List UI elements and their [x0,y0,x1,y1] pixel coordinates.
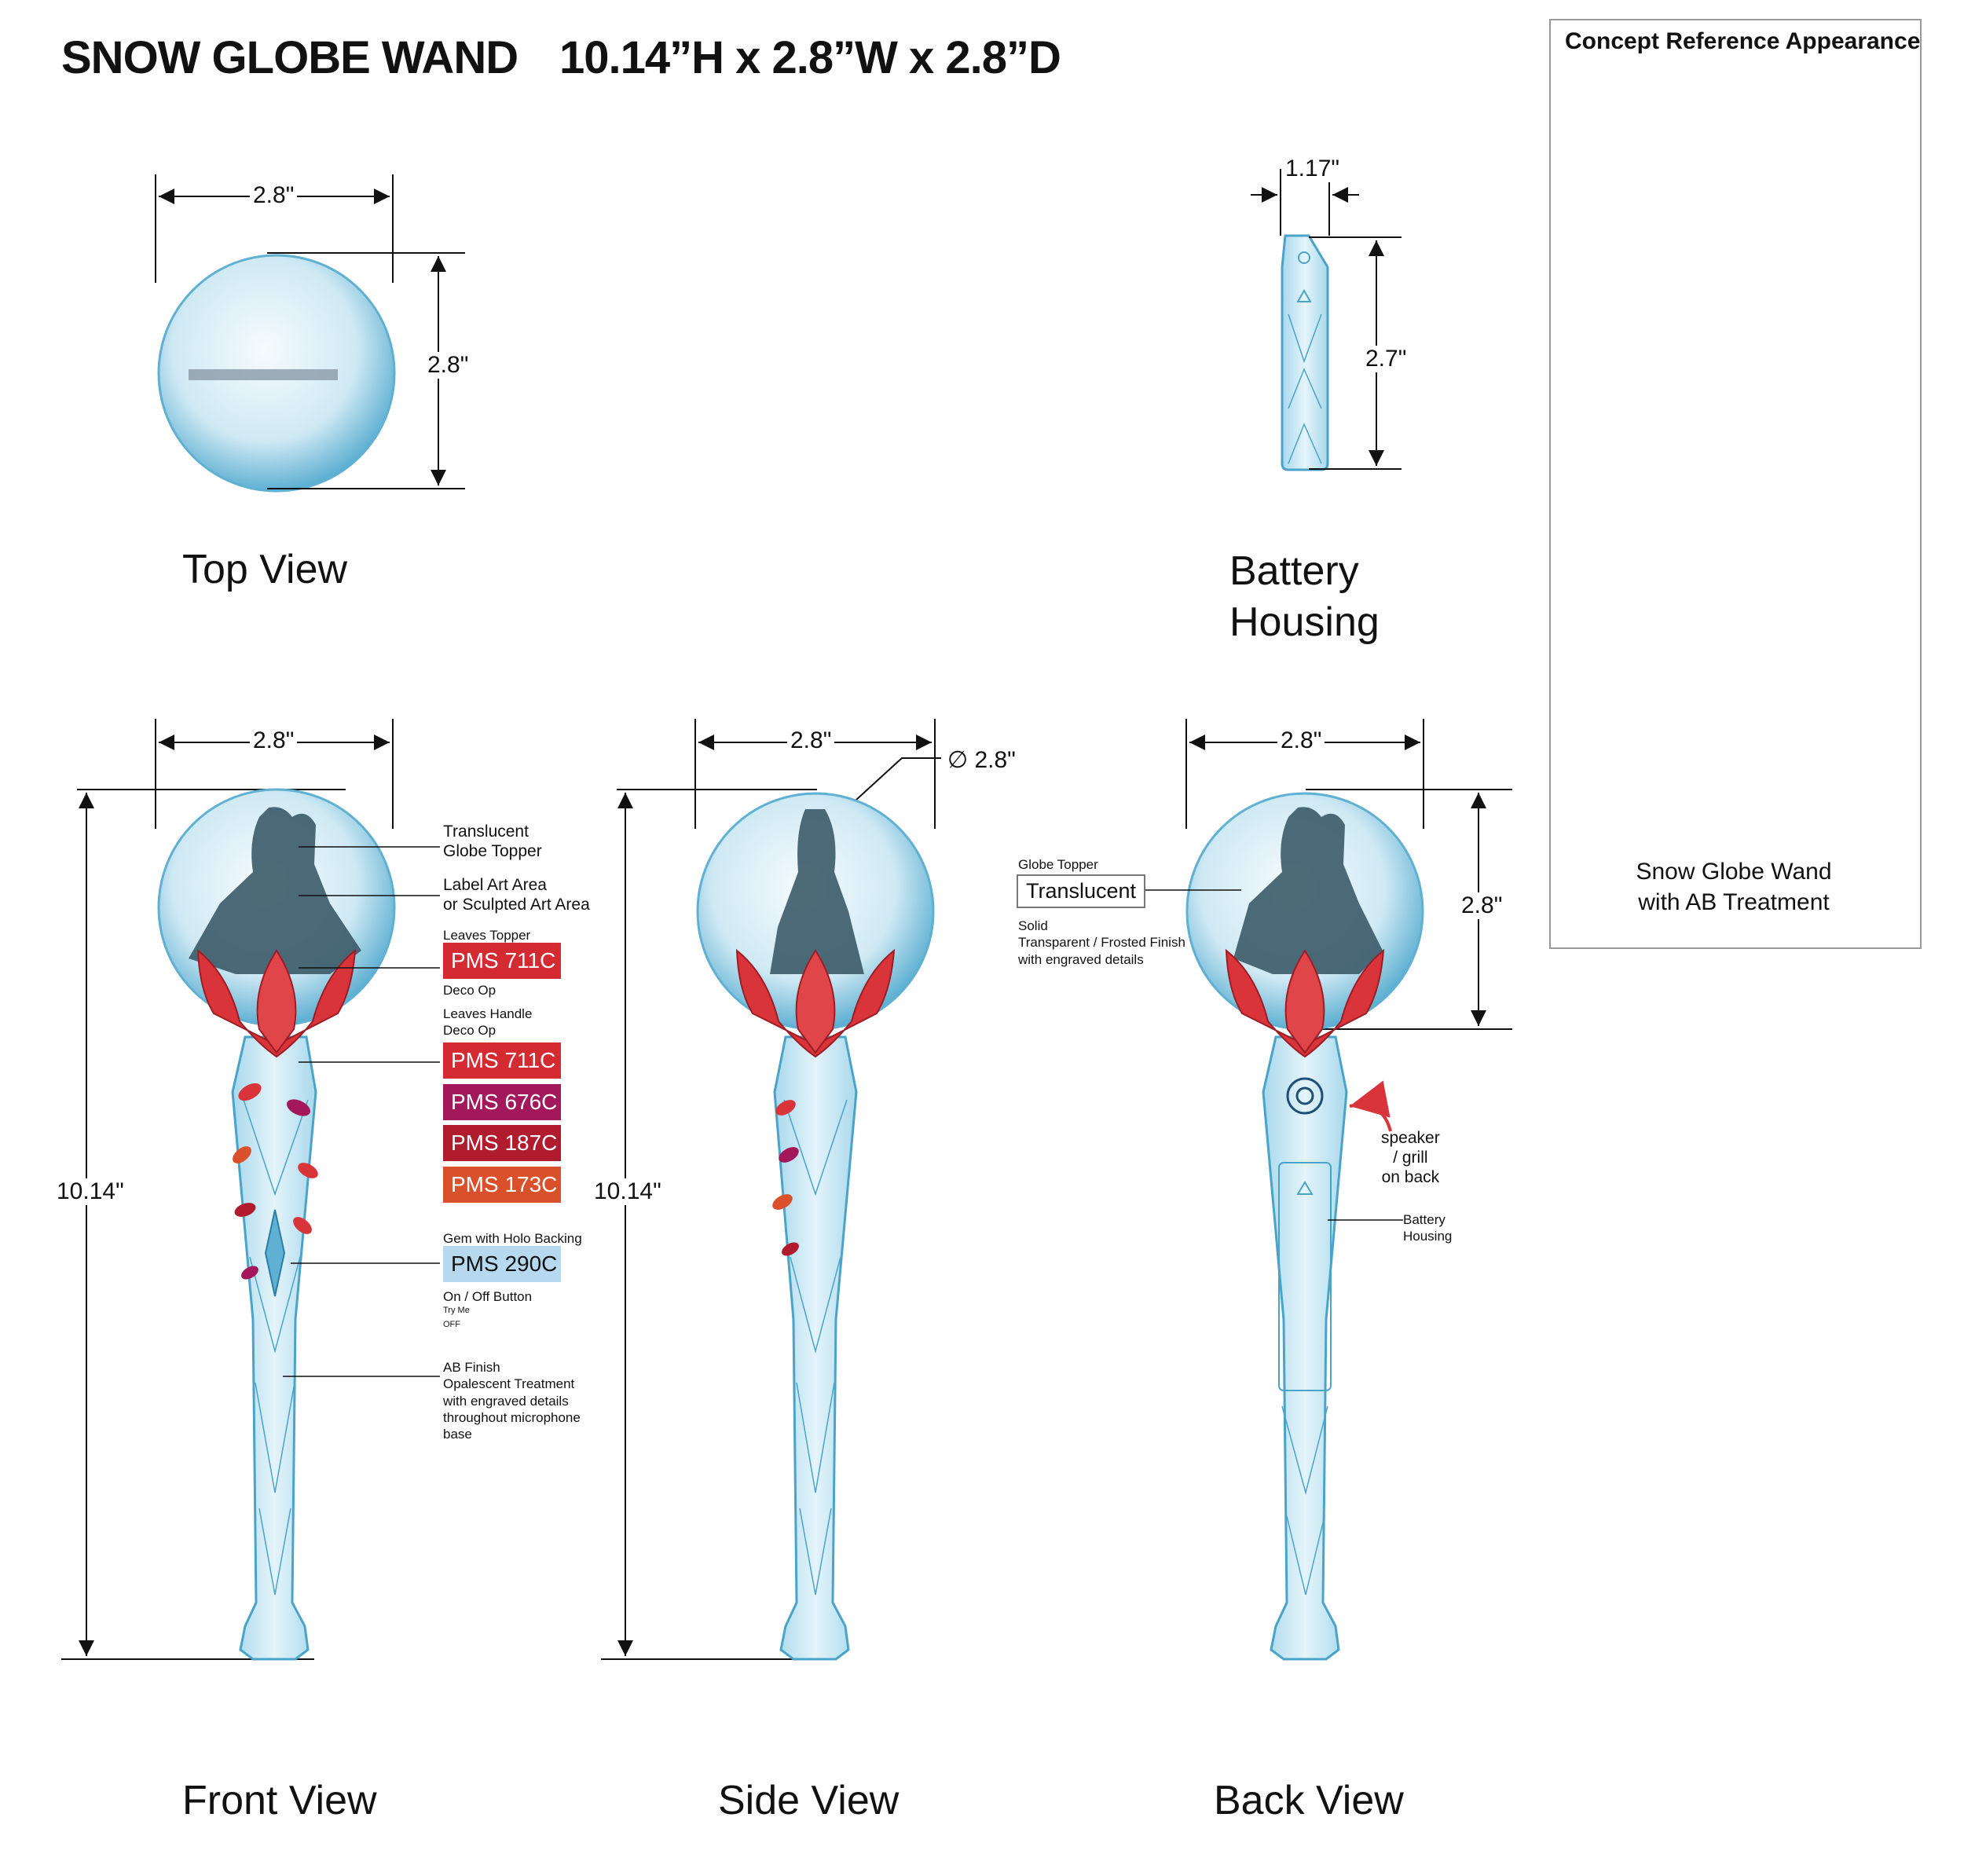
product-dimensions: 10.14”H x 2.8”W x 2.8”D [559,32,1061,83]
callout-leaves-handle: Leaves Handle Deco Op [443,1006,533,1039]
front-height-dim: 10.14" [53,1178,127,1205]
side-view-drawing [601,719,941,1661]
front-silhouette [189,807,361,974]
callout-gem: Gem with Holo Backing [443,1231,582,1246]
product-title: SNOW GLOBE WAND [61,32,518,83]
concept-title: Concept Reference Appearance [1565,28,1921,54]
battery-height-dim: 2.7" [1362,346,1410,372]
top-view-drawing [155,174,465,493]
front-view-label: Front View [182,1778,377,1823]
callout-off: OFF [443,1320,460,1329]
battery-width-dim: 1.17" [1282,156,1343,182]
top-view-label-strip [189,369,338,380]
side-view-label: Side View [718,1778,900,1823]
swatch-handle-3: PMS 187C [443,1125,561,1161]
swatch-gem: PMS 290C [443,1246,561,1282]
side-height-dim: 10.14" [591,1178,665,1205]
back-silhouette [1233,807,1383,974]
callout-label-art: Label Art Area or Sculpted Art Area [443,876,590,914]
callout-ab-finish: AB Finish Opalescent Treatment with engr… [443,1360,581,1442]
back-globe-height-dim: 2.8" [1458,892,1506,919]
speaker-grill [1286,1077,1324,1115]
concept-caption: Snow Globe Wand with AB Treatment [1636,859,1832,915]
top-height-dim: 2.8" [424,352,472,379]
callout-back-finish: Solid Transparent / Frosted Finish with … [1018,918,1185,967]
callout-battery: Battery Housing [1403,1212,1453,1244]
side-handle [773,1035,858,1661]
side-width-dim: 2.8" [787,727,835,754]
side-diameter-dim: ∅ 2.8" [944,746,1019,774]
side-silhouette [770,809,864,974]
back-view-label: Back View [1214,1778,1404,1823]
battery-housing-drawing [1251,169,1402,471]
swatch-handle-1: PMS 711C [443,1042,561,1079]
top-width-dim: 2.8" [250,182,298,209]
swatch-leaves-topper: PMS 711C [443,943,561,979]
back-battery-door [1278,1162,1332,1391]
top-view-label: Top View [182,547,348,592]
front-width-dim: 2.8" [250,727,298,754]
callout-back-globe-topper: Globe Topper [1018,857,1098,872]
battery-housing-label: Battery Housing [1229,548,1380,645]
callout-globe-topper: Translucent Globe Topper [443,823,542,861]
front-view-drawing [61,719,440,1661]
back-width-dim: 2.8" [1277,727,1325,754]
callout-on-off: On / Off Button [443,1289,533,1304]
callout-leaves-topper: Leaves Topper [443,928,531,943]
back-handle [1262,1035,1348,1661]
concept-reference-box [1549,19,1922,949]
back-view-drawing [1139,719,1512,1661]
swatch-handle-2: PMS 676C [443,1084,561,1120]
callout-speaker: speaker / grill on back [1381,1129,1440,1187]
callout-back-translucent: Translucent [1017,874,1146,908]
front-gem [264,1209,286,1297]
callout-deco-op: Deco Op [443,983,496,998]
swatch-handle-4: PMS 173C [443,1167,561,1203]
callout-try-me: Try Me [443,1306,470,1315]
